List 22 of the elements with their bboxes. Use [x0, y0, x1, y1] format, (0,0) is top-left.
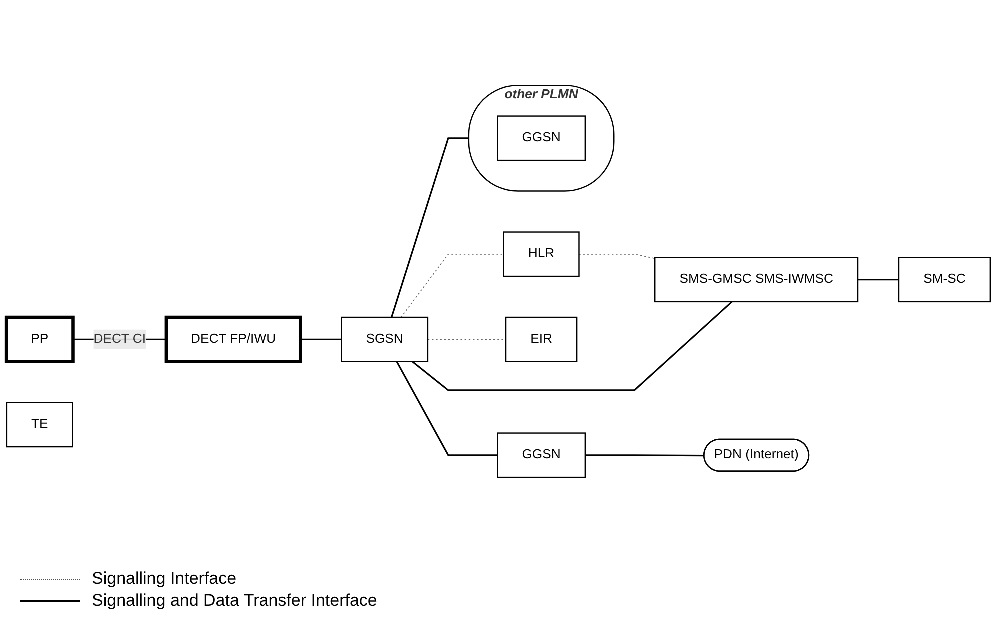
- node-box: GGSN: [497, 432, 586, 478]
- node-box: DECT FP/IWU: [164, 316, 302, 364]
- node-box: HLR: [503, 232, 580, 278]
- connector: [396, 361, 498, 456]
- legend-text: Signalling Interface: [92, 569, 237, 589]
- connector: [300, 338, 342, 340]
- node-box: SMS-GMSC SMS-IWMSC: [654, 257, 859, 302]
- connector: [400, 254, 504, 318]
- connector: [585, 454, 705, 457]
- edge-label: DECT CI: [94, 332, 146, 346]
- legend-text: Signalling and Data Transfer Interface: [92, 591, 378, 611]
- connector: [428, 339, 506, 340]
- connector: [858, 278, 899, 281]
- node-box: EIR: [505, 316, 578, 362]
- node-box: SGSN: [341, 316, 429, 362]
- node-box: PP: [4, 316, 75, 364]
- node-box: TE: [6, 402, 74, 448]
- connector: [578, 254, 656, 260]
- node-box: SM-SC: [898, 257, 992, 302]
- connector: [412, 301, 733, 392]
- connector: [391, 138, 469, 318]
- node-box: GGSN: [497, 116, 586, 162]
